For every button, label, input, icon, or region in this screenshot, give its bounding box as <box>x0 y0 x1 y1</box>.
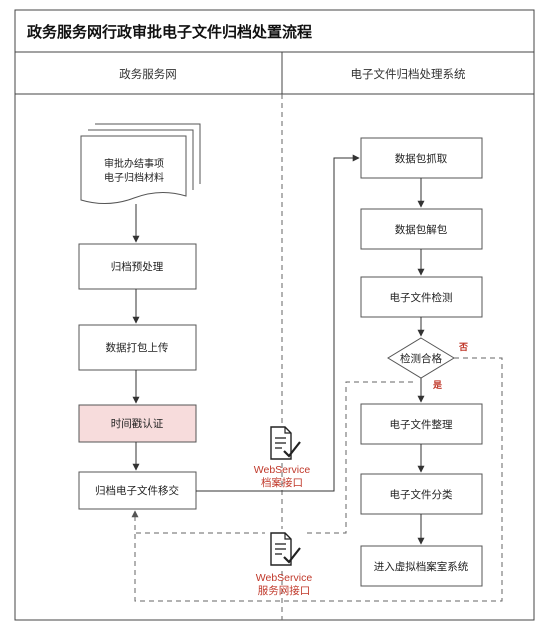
lane-headers: 政务服务网 电子文件归档处理系统 <box>14 51 535 95</box>
document-line1: 审批办结事项 <box>104 157 164 170</box>
svg-text:电子文件整理: 电子文件整理 <box>390 418 453 431</box>
page-title: 政务服务网行政审批电子文件归档处置流程 <box>27 23 312 41</box>
transfer-to-capture-line <box>196 154 360 492</box>
rejection-return-line <box>131 357 503 602</box>
right-step-unpack: 数据包解包 <box>360 208 483 250</box>
service-interface-line2: 服务网接口 <box>258 584 311 597</box>
right-step-inspect: 电子文件检测 <box>360 276 483 318</box>
svg-text:检测合格: 检测合格 <box>400 352 442 365</box>
svg-text:数据包抓取: 数据包抓取 <box>395 152 448 165</box>
archive-interface-line2: 档案接口 <box>261 476 303 489</box>
right-step-classify: 电子文件分类 <box>360 473 483 515</box>
document-node: 审批办结事项 电子归档材料 <box>80 123 201 204</box>
left-step-transfer: 归档电子文件移交 <box>78 471 197 510</box>
decision-yes-label: 是 <box>432 380 443 390</box>
right-step-virtual-archive: 进入虚拟档案室系统 <box>360 545 483 587</box>
right-step-capture: 数据包抓取 <box>360 137 483 179</box>
document-line2: 电子归档材料 <box>104 171 164 184</box>
decision-qualified: 检测合格 <box>387 337 455 379</box>
svg-text:进入虚拟档案室系统: 进入虚拟档案室系统 <box>374 560 469 573</box>
svg-text:电子文件分类: 电子文件分类 <box>390 488 453 501</box>
svg-text:电子文件检测: 电子文件检测 <box>390 291 453 304</box>
right-step-organize: 电子文件整理 <box>360 403 483 445</box>
title-bar: 政务服务网行政审批电子文件归档处置流程 <box>14 9 535 53</box>
svg-text:数据打包上传: 数据打包上传 <box>106 341 169 354</box>
left-step-timestamp: 时间戳认证 <box>78 404 197 443</box>
document-check-icon <box>270 426 301 460</box>
archive-interface-line1: WebService <box>254 464 311 476</box>
lane-title-left: 政务服务网 <box>119 67 177 81</box>
left-step-package-upload: 数据打包上传 <box>78 324 197 371</box>
svg-text:数据包解包: 数据包解包 <box>395 223 448 236</box>
svg-text:归档电子文件移交: 归档电子文件移交 <box>95 484 179 497</box>
service-interface-line1: WebService <box>256 572 313 584</box>
svg-text:归档预处理: 归档预处理 <box>111 260 164 273</box>
lane-title-right: 电子文件归档处理系统 <box>351 67 466 81</box>
decision-no-label: 否 <box>458 342 468 352</box>
document-check-icon-service <box>265 529 305 569</box>
left-step-preprocess: 归档预处理 <box>78 243 197 290</box>
svg-text:时间戳认证: 时间戳认证 <box>111 417 164 430</box>
